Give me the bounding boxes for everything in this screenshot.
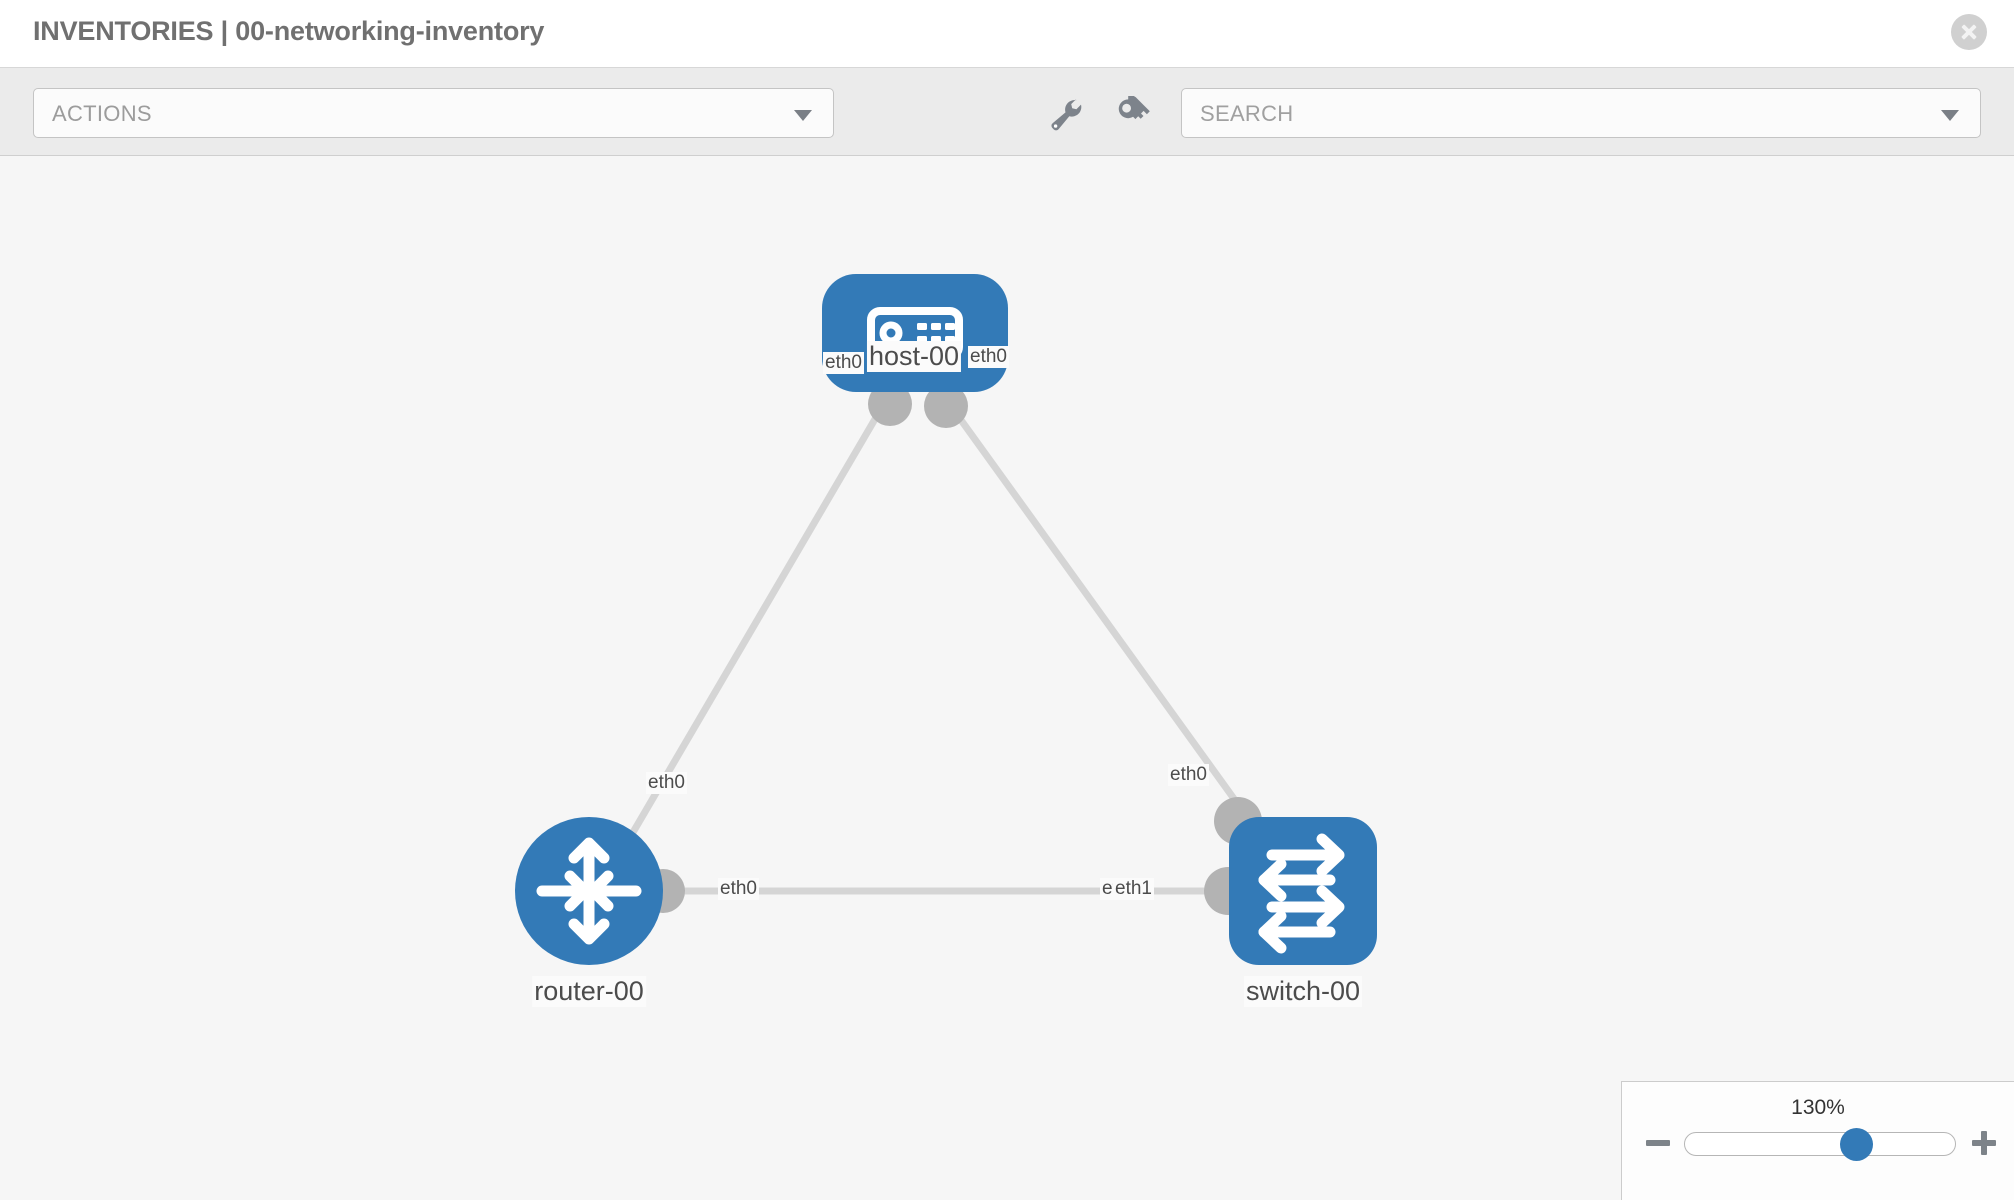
connector-host00-left [868,382,912,426]
page-title: INVENTORIES | 00-networking-inventory [33,16,545,46]
minus-icon[interactable] [1644,1129,1672,1157]
connector-host00-right [924,384,968,428]
node-router-00[interactable] [515,817,663,965]
plus-icon[interactable] [1970,1129,1998,1157]
node-switch-00[interactable] [1229,817,1377,965]
iface-label-switch00-to-host00: eth0 [1168,764,1209,786]
router-arrows-icon [536,837,642,945]
topology-graph [515,274,1377,965]
iface-label-host00-to-router00: eth0 [823,352,864,374]
iface-label-switch00-to-router00: eth1 [1113,878,1154,900]
iface-label-router00-to-switch00: eth0 [718,878,759,900]
actions-dropdown[interactable]: ACTIONS [33,88,834,138]
node-label-router-00: router-00 [532,976,646,1007]
link-host00-switch00[interactable] [945,399,1271,849]
zoom-percent-label: 130% [1791,1096,1845,1119]
node-host-00[interactable] [822,274,1008,392]
node-label-switch-00: switch-00 [1243,976,1363,1007]
toolbar: ACTIONS SEARCH [0,68,2014,156]
topology-links [621,399,1271,895]
switch-arrows-icon [1258,833,1345,954]
page-header: INVENTORIES | 00-networking-inventory [0,0,2014,68]
actions-dropdown-label: ACTIONS [52,101,152,126]
wrench-icon[interactable] [1046,96,1086,132]
search-placeholder: SEARCH [1200,101,1294,126]
zoom-slider-thumb[interactable] [1840,1128,1874,1161]
close-icon[interactable] [1951,14,1987,50]
topology-canvas[interactable]: host-00 router-00 switch-00 eth0 eth0 et… [0,156,2014,1200]
key-icon[interactable] [1114,95,1154,132]
chevron-down-icon [794,110,812,121]
node-label-host-00: host-00 [866,341,962,372]
chevron-down-icon[interactable] [1941,110,1959,121]
zoom-slider[interactable] [1684,1128,1956,1161]
zoom-control-panel: 130% [1621,1081,2014,1200]
topology-connectors [641,382,1262,915]
iface-label-router00-to-host00: eth0 [646,772,687,794]
iface-label-host00-to-switch00: eth0 [968,346,1009,368]
search-input[interactable]: SEARCH [1181,88,1981,138]
